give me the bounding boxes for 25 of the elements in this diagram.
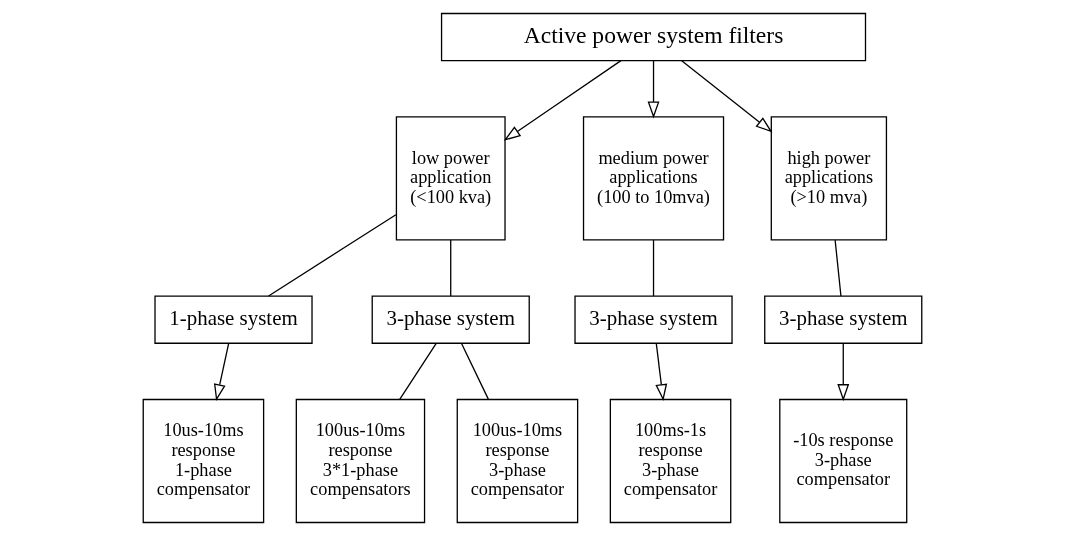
node-box: 100us-10ms response 3-phase compensator	[456, 398, 579, 524]
node-box: 1-phase system	[154, 295, 313, 344]
node-box: 3-phase system	[764, 295, 923, 344]
arrow	[837, 342, 850, 402]
connector	[460, 342, 489, 400]
node-box: 3-phase system	[574, 295, 733, 344]
connector	[399, 342, 437, 400]
arrow	[647, 60, 660, 119]
node-box: medium power applications (100 to 10mva)	[582, 116, 725, 241]
node-box: 100ms-1s response 3-phase compensator	[609, 398, 732, 524]
arrow	[213, 342, 230, 402]
node-box: high power applications (>10 mva)	[770, 116, 888, 241]
connector	[834, 239, 842, 297]
connector	[450, 239, 452, 297]
connector	[652, 239, 655, 297]
node-box: 3-phase system	[371, 295, 530, 344]
node-box: -10s response 3-phase compensator	[779, 398, 908, 524]
arrow	[503, 60, 622, 141]
arrow	[681, 60, 773, 133]
node-box: low power application (<100 kva)	[395, 116, 506, 241]
node-box: 100us-10ms response 3*1-phase compensators	[295, 398, 426, 524]
node-box: Active power system filters	[440, 12, 867, 62]
arrow	[655, 342, 668, 402]
connector	[267, 214, 397, 297]
node-box: 10us-10ms response 1-phase compensator	[142, 398, 265, 524]
